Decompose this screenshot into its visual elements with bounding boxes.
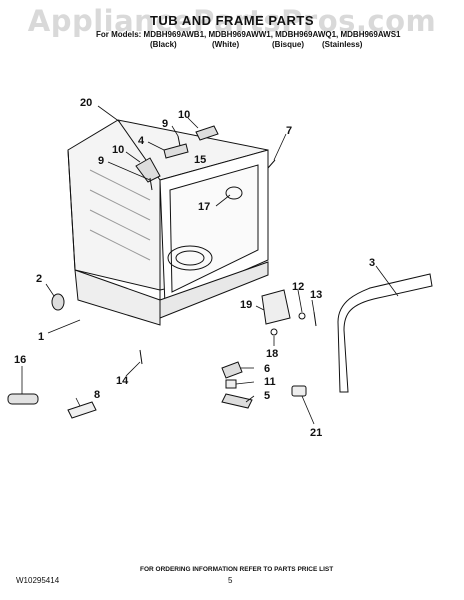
callout-9: 9: [98, 155, 104, 167]
callout-7: 7: [286, 125, 292, 137]
callout-8: 8: [94, 389, 100, 401]
screw-18: [270, 328, 278, 336]
document-number: W10295414: [16, 576, 60, 585]
model-color-bisque: (Bisque): [272, 40, 304, 49]
vent-bracket: [163, 143, 189, 159]
callout-19: 19: [240, 299, 252, 311]
models-line: For Models: MDBH969AWB1, MDBH969AWW1, MD…: [96, 30, 401, 39]
callout-21: 21: [310, 427, 322, 439]
callout-5: 5: [264, 390, 270, 402]
callout-11: 11: [264, 376, 276, 388]
screw-14: [139, 349, 143, 365]
callout-4: 4: [138, 135, 145, 147]
callout-10: 10: [178, 109, 190, 121]
model-color-stainless: (Stainless): [322, 40, 363, 49]
page-number: 5: [228, 576, 233, 585]
callout-17: 17: [198, 201, 210, 213]
callout-15: 15: [194, 154, 206, 166]
switch-11: [225, 379, 237, 389]
hinge-bracket-upper: [177, 125, 219, 147]
door-gasket: [337, 273, 433, 393]
watermark: AppliancePartsPros.com: [27, 4, 437, 38]
screw-7: [267, 159, 276, 169]
model-color-white: (White): [212, 40, 240, 49]
callout-16: 16: [14, 354, 26, 366]
callout-10: 10: [112, 144, 124, 156]
lever-5: [221, 393, 253, 409]
callout-20: 20: [80, 97, 92, 109]
cover-8: [67, 401, 97, 419]
model-color-black: (Black): [150, 40, 177, 49]
callout-14: 14: [116, 375, 129, 387]
callout-1: 1: [38, 331, 44, 343]
nut-12: [298, 312, 306, 320]
diagram-title: TUB AND FRAME PARTS: [149, 13, 315, 28]
leader-lines: [21, 105, 399, 425]
bracket-19: [261, 289, 291, 325]
clip-17: [225, 186, 243, 200]
tube-21: [291, 385, 307, 397]
callout-18: 18: [266, 348, 278, 360]
callout-13: 13: [310, 289, 322, 301]
callout-6: 6: [264, 363, 270, 375]
callout-2: 2: [36, 273, 42, 285]
callout-3: 3: [369, 257, 375, 269]
tub-assembly: [67, 119, 269, 326]
leveling-leg-16: [7, 393, 39, 405]
bracket-6: [221, 361, 243, 379]
hinge-bracket-lower: [135, 157, 161, 191]
ordering-note: FOR ORDERING INFORMATION REFER TO PARTS …: [140, 566, 334, 573]
grommet-2: [51, 293, 65, 311]
callout-12: 12: [292, 281, 304, 293]
screw-13: [313, 311, 317, 327]
callout-9: 9: [162, 118, 168, 130]
callout-numbers: 20 10 9 4 15 7 10 9 17 3 2 12 13 19 1 18…: [14, 97, 375, 439]
